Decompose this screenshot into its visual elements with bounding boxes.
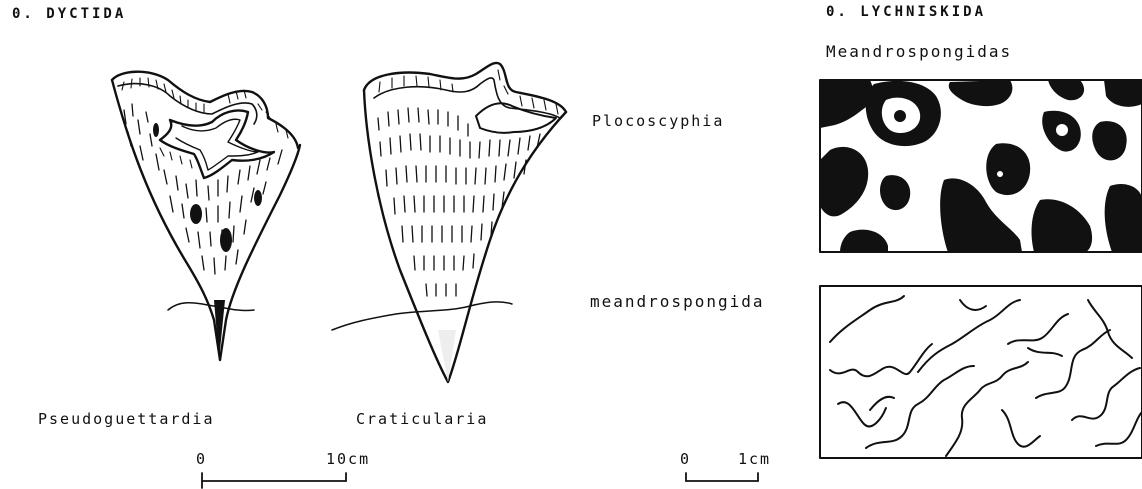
craticularia-sponge <box>332 63 566 382</box>
plocoscyphia-pattern <box>820 80 1142 252</box>
pseudoguettardia-sponge <box>112 72 300 360</box>
scale-bar-10cm <box>202 473 346 488</box>
meandrospongida-pattern <box>820 286 1142 458</box>
scale-bar-1cm <box>686 473 758 481</box>
